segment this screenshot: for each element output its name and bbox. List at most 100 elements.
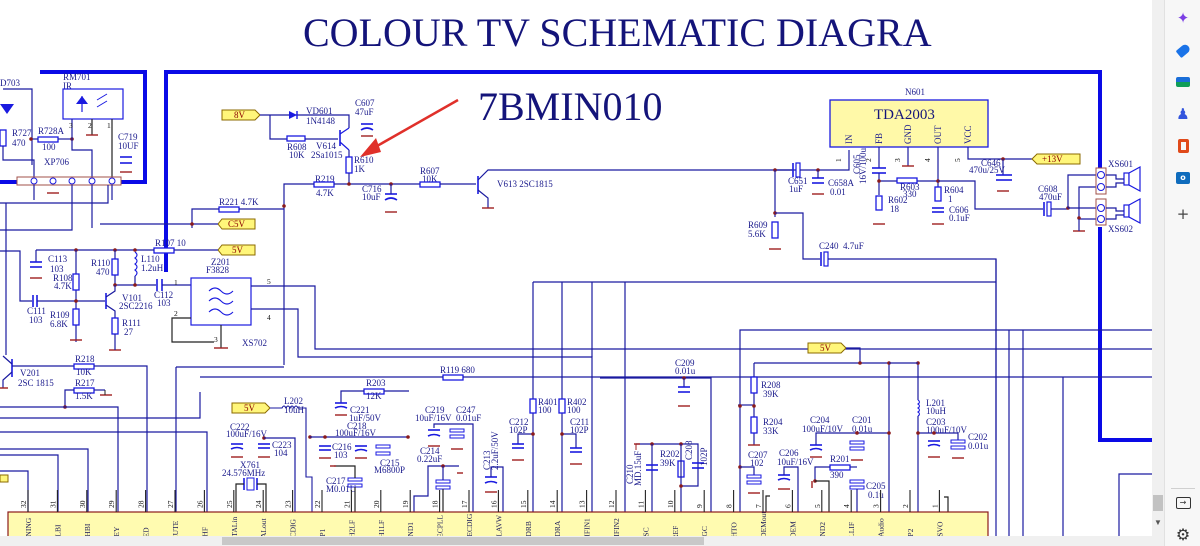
svg-text:0.01: 0.01 (830, 187, 846, 197)
sidebar-tools-button[interactable] (1171, 70, 1195, 94)
ic-pin-name: ECDIG (289, 519, 298, 542)
sidebar-outlook-button[interactable]: o (1171, 166, 1195, 190)
ic-pin-name: PLLIF (847, 522, 856, 542)
inductor-icon (134, 251, 138, 277)
ic-pin-number: 23 (284, 500, 293, 508)
svg-text:C223: C223 (272, 440, 292, 450)
ic-pin-name: PH1LF (377, 520, 386, 542)
tag-5v-tuner (217, 244, 256, 256)
svg-text:R217: R217 (75, 378, 95, 388)
sidebar-office-button[interactable] (1171, 134, 1195, 158)
ic-pin-number: 11 (636, 501, 645, 508)
svg-text:C113: C113 (48, 254, 68, 264)
ic-pin-name: TALout (259, 518, 268, 542)
ic-pin-name: VHBI (83, 523, 92, 542)
amp-pin-number: 5 (953, 158, 962, 162)
speaker-icon (1123, 165, 1141, 225)
svg-text:10uF: 10uF (362, 192, 381, 202)
svg-text:N601: N601 (905, 87, 925, 97)
sidebar-add-button[interactable]: + (1171, 202, 1195, 226)
tda2003-chip (829, 99, 989, 148)
ic-pin-name: PH2LF (347, 520, 356, 542)
svg-text:C605: C605 (852, 154, 862, 174)
svg-text:0.01uF: 0.01uF (456, 413, 481, 423)
ic-pin-name: MUTE (171, 520, 180, 542)
amp-pin-number: 1 (834, 158, 843, 162)
ic-pin-name: VP1 (318, 528, 327, 542)
svg-text:0.1u: 0.1u (868, 490, 884, 500)
svg-text:XP706: XP706 (44, 157, 70, 167)
svg-text:C203: C203 (926, 417, 946, 427)
outlook-icon: o (1176, 172, 1190, 184)
sidebar-hide-button[interactable]: → (1171, 491, 1195, 515)
svg-text:1: 1 (174, 278, 178, 287)
ic-pin-name: VLAVW (494, 514, 503, 542)
ic-pin-number: 31 (48, 500, 57, 508)
svg-text:C205: C205 (866, 481, 886, 491)
svg-text:C204: C204 (810, 415, 830, 425)
svg-text:103: 103 (157, 298, 171, 308)
ic-pin-number: 10 (666, 500, 675, 508)
svg-text:100uF/16V: 100uF/16V (335, 428, 377, 438)
svg-text:10uH: 10uH (926, 406, 947, 416)
svg-text:10K: 10K (289, 150, 305, 160)
svg-text:R219: R219 (315, 174, 335, 184)
ic-pin-number: 7 (754, 504, 763, 508)
sidebar-copilot-button[interactable]: ✦ (1171, 6, 1195, 30)
ic-pin-name: KEY (112, 526, 121, 542)
vertical-scroll-thumb[interactable] (1153, 495, 1163, 511)
svg-text:C214: C214 (420, 446, 440, 456)
ic-pin-name: DECDIG (465, 513, 474, 542)
svg-text:100uF/16V: 100uF/16V (226, 429, 268, 439)
svg-text:10uF/16V: 10uF/16V (777, 457, 814, 467)
sidebar-shopping-button[interactable] (1171, 38, 1195, 62)
svg-text:0.01u: 0.01u (968, 441, 989, 451)
svg-text:5.6K: 5.6K (748, 229, 766, 239)
ic-pin-name: AGC (700, 526, 709, 542)
ic-pin-name: CAudio (877, 518, 886, 542)
svg-text:R221 4.7K: R221 4.7K (219, 197, 259, 207)
svg-text:R204: R204 (763, 417, 783, 427)
svg-text:100: 100 (567, 405, 581, 415)
ic-pin-number: 22 (313, 500, 322, 508)
svg-text:10uH: 10uH (284, 405, 305, 415)
svg-text:102P: 102P (509, 425, 528, 435)
svg-text:10UF: 10UF (118, 141, 139, 151)
amp-pin-name: FB (874, 133, 884, 144)
sidebar-settings-button[interactable]: ⚙ (1171, 522, 1195, 546)
svg-text:2Sa1015: 2Sa1015 (311, 150, 343, 160)
ir-section: D703 R727 470 R728A 100 RM701 IR 3 2 1 C… (0, 72, 139, 231)
svg-text:D703: D703 (0, 78, 20, 88)
ic-pin-name: UNING (24, 517, 33, 542)
scroll-down-arrow-icon[interactable]: ▼ (1154, 518, 1162, 527)
svg-text:C201: C201 (852, 415, 872, 425)
svg-text:C209: C209 (675, 358, 695, 368)
red-arrow-annotation (360, 98, 459, 157)
horizontal-scrollbar[interactable] (0, 536, 1152, 546)
panel-icon: → (1175, 497, 1191, 509)
svg-text:X761: X761 (240, 460, 260, 470)
svg-text:5V: 5V (820, 343, 832, 353)
svg-text:R218: R218 (75, 354, 95, 364)
svg-text:XS702: XS702 (242, 338, 267, 348)
svg-text:R603: R603 (900, 182, 920, 192)
svg-text:C247: C247 (456, 405, 476, 415)
svg-text:R608: R608 (287, 142, 307, 152)
svg-text:R402: R402 (567, 397, 587, 407)
tag-5v-ic (231, 402, 271, 414)
svg-text:2: 2 (174, 309, 178, 318)
svg-text:100uF/10V: 100uF/10V (926, 425, 968, 435)
ic-pin-name: VIFIN2 (612, 518, 621, 542)
svg-text:390: 390 (830, 470, 844, 480)
svg-text:0.1uF: 0.1uF (949, 213, 970, 223)
svg-text:4.7uF: 4.7uF (843, 241, 864, 251)
horizontal-scroll-thumb[interactable] (222, 537, 704, 545)
svg-text:470: 470 (12, 138, 26, 148)
ic-pin-number: 13 (578, 500, 587, 508)
vertical-scrollbar[interactable]: ▼ (1152, 0, 1164, 546)
amp-pin-name: OUT (933, 125, 943, 144)
sidebar-games-button[interactable]: ♟ (1171, 102, 1195, 126)
pdf-viewer[interactable]: COLOUR TV SCHEMATIC DIAGRA 7BMIN010 D703… (0, 0, 1152, 546)
svg-text:C112: C112 (154, 290, 173, 300)
svg-text:103: 103 (29, 315, 43, 325)
